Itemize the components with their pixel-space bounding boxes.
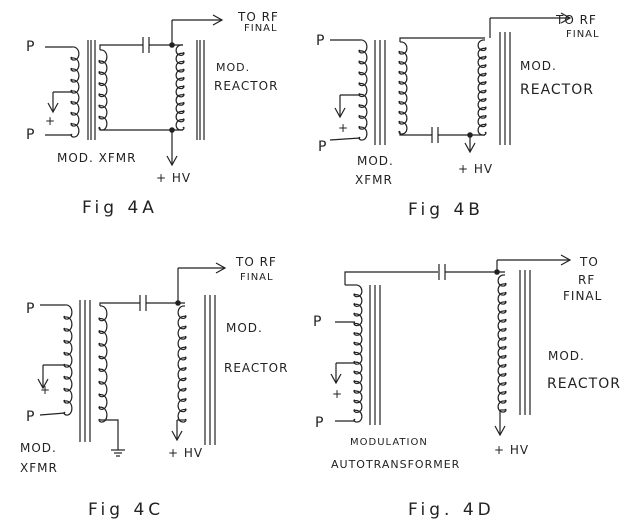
fig4d-out-label-3: FINAL — [563, 289, 603, 303]
fig4a-plus-label: + — [45, 114, 57, 128]
wire — [399, 37, 485, 42]
fig4c-reactor-coil — [177, 305, 187, 423]
arrow-down-icon — [464, 142, 476, 154]
wire — [399, 132, 432, 136]
fig4d-xfmr-label-1: MODULATION — [350, 437, 428, 448]
arrow-down-icon — [171, 430, 183, 442]
fig4d-reactor-label-2: REACTOR — [547, 376, 621, 392]
arrow-right-icon — [560, 254, 572, 266]
fig4a-out-label-2: FINAL — [244, 23, 278, 34]
fig4c-xfmr-label-2: XFMR — [20, 461, 58, 475]
fig4a-out-label-1: TO RF — [238, 10, 279, 24]
fig4a-primary-bottom-label: P — [26, 127, 36, 143]
fig4c-primary-bottom-label: P — [26, 409, 36, 425]
fig4b-hv-label: + HV — [458, 162, 494, 176]
arrow-down-icon — [330, 373, 342, 385]
fig4b-primary-coil — [358, 39, 368, 141]
fig4c-primary-coil — [63, 304, 73, 416]
junction-dot — [169, 42, 175, 48]
fig4b-primary-top-label: P — [316, 33, 326, 49]
fig4d-caption: Fig. 4D — [408, 500, 495, 520]
fig4c-primary-top-label: P — [26, 301, 36, 317]
fig4b-primary-bottom-label: P — [318, 139, 328, 155]
fig4b-xfmr-label-1: MOD. — [357, 154, 394, 168]
fig4a-xfmr-label: MOD. XFMR — [57, 151, 137, 165]
fig4c-hv-label: + HV — [168, 446, 204, 460]
fig4d-out-label-1: TO — [580, 255, 599, 269]
wire — [100, 419, 119, 450]
fig4c-plus-label: + — [40, 383, 52, 397]
fig4b-plus-label: + — [338, 121, 350, 135]
wire — [99, 302, 140, 306]
arrow-right-icon — [212, 14, 224, 26]
fig4c-out-label-1: TO RF — [236, 255, 277, 269]
fig4a-primary-top-label: P — [26, 39, 36, 55]
arrow-down-icon — [494, 425, 506, 437]
fig4a-reactor-coil — [175, 44, 185, 131]
arrow-down-icon — [334, 107, 346, 119]
fig4b-out-label-2: FINAL — [566, 29, 600, 40]
fig4b-reactor-coil — [477, 39, 487, 136]
fig4b-reactor-label-1: MOD. — [520, 59, 557, 73]
fig4b-caption: Fig 4B — [408, 200, 484, 220]
fig4b-xfmr-label-2: XFMR — [355, 173, 393, 187]
fig4d-autotransformer-coil — [353, 284, 363, 423]
wire — [344, 271, 438, 285]
fig4b-secondary-coil — [398, 41, 408, 135]
fig4b-out-label-1: TO RF — [556, 13, 597, 27]
arrow-right-icon — [560, 12, 572, 24]
fig4a-caption: Fig 4A — [82, 198, 158, 218]
fig4d-hv-label: + HV — [494, 443, 530, 457]
fig4d-reactor-coil — [497, 274, 507, 413]
fig4c-reactor-label-2: REACTOR — [224, 361, 289, 375]
fig4d-primary-bottom-label: P — [315, 415, 325, 431]
fig4c-reactor-label-1: MOD. — [226, 321, 263, 335]
fig4c-caption: Fig 4C — [88, 500, 165, 520]
arrow-down-icon — [47, 102, 59, 114]
fig4c-xfmr-label-1: MOD. — [20, 441, 57, 455]
fig4d-xfmr-label-2: AUTOTRANSFORMER — [331, 458, 461, 471]
wire — [39, 412, 66, 416]
fig4a-primary-coil — [70, 46, 80, 138]
fig4d-out-label-2: RF — [578, 273, 596, 287]
fig4a-hv-label: + HV — [156, 171, 192, 185]
wire — [99, 128, 183, 131]
fig4d-reactor-label-1: MOD. — [548, 349, 585, 363]
fig4a-secondary-coil — [98, 49, 108, 131]
wire — [329, 137, 361, 141]
fig4c-out-label-2: FINAL — [240, 272, 274, 283]
fig4c-secondary-coil — [98, 305, 108, 423]
arrow-down-icon — [37, 378, 49, 390]
wire — [99, 44, 143, 50]
fig4d-primary-top-label: P — [313, 314, 323, 330]
fig4a-reactor-label-1: MOD. — [216, 61, 251, 74]
arrow-right-icon — [215, 262, 227, 274]
arrow-down-icon — [166, 155, 178, 167]
fig4b-reactor-label-2: REACTOR — [520, 82, 594, 98]
fig4d-plus-label: + — [332, 387, 344, 401]
fig4a-reactor-label-2: REACTOR — [214, 79, 279, 93]
